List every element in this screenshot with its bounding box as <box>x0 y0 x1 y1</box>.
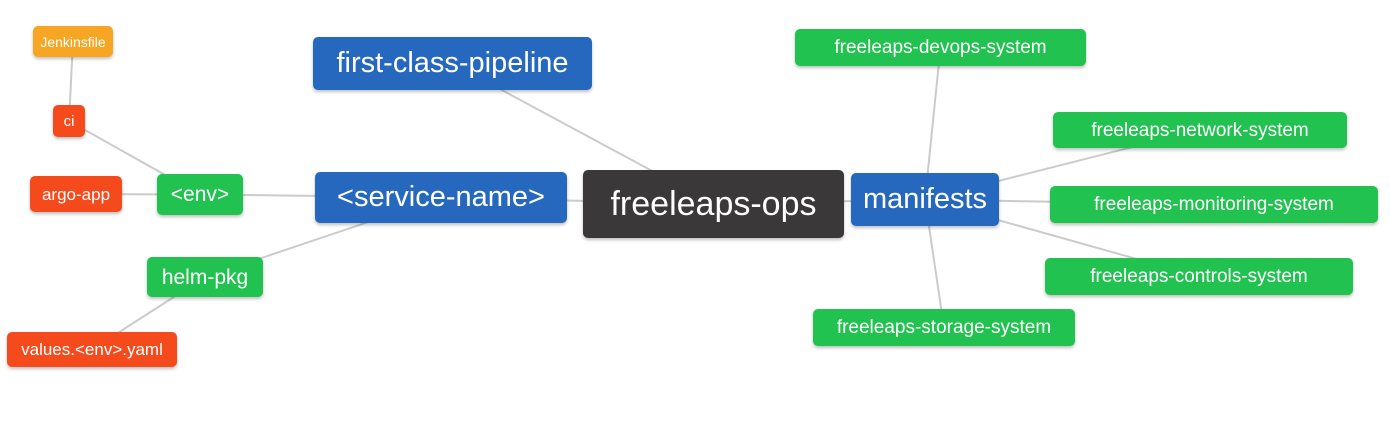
node-argo-app[interactable]: argo-app <box>30 176 122 212</box>
node-env[interactable]: <env> <box>157 174 243 215</box>
node-helm-pkg[interactable]: helm-pkg <box>147 257 263 297</box>
node-freeleaps-ops[interactable]: freeleaps-ops <box>583 170 844 238</box>
node-first-class-pipeline[interactable]: first-class-pipeline <box>313 37 592 90</box>
node-freeleaps-storage-system[interactable]: freeleaps-storage-system <box>813 309 1075 346</box>
node-freeleaps-network-system[interactable]: freeleaps-network-system <box>1053 112 1347 148</box>
node-service-name[interactable]: <service-name> <box>315 172 567 223</box>
node-manifests[interactable]: manifests <box>851 173 999 226</box>
node-jenkinsfile[interactable]: Jenkinsfile <box>33 26 113 57</box>
node-freeleaps-devops-system[interactable]: freeleaps-devops-system <box>795 29 1086 66</box>
node-ci[interactable]: ci <box>53 105 85 137</box>
node-freeleaps-monitoring-system[interactable]: freeleaps-monitoring-system <box>1050 186 1378 223</box>
node-freeleaps-controls-system[interactable]: freeleaps-controls-system <box>1045 258 1353 295</box>
node-values-env-yaml[interactable]: values.<env>.yaml <box>7 332 177 367</box>
